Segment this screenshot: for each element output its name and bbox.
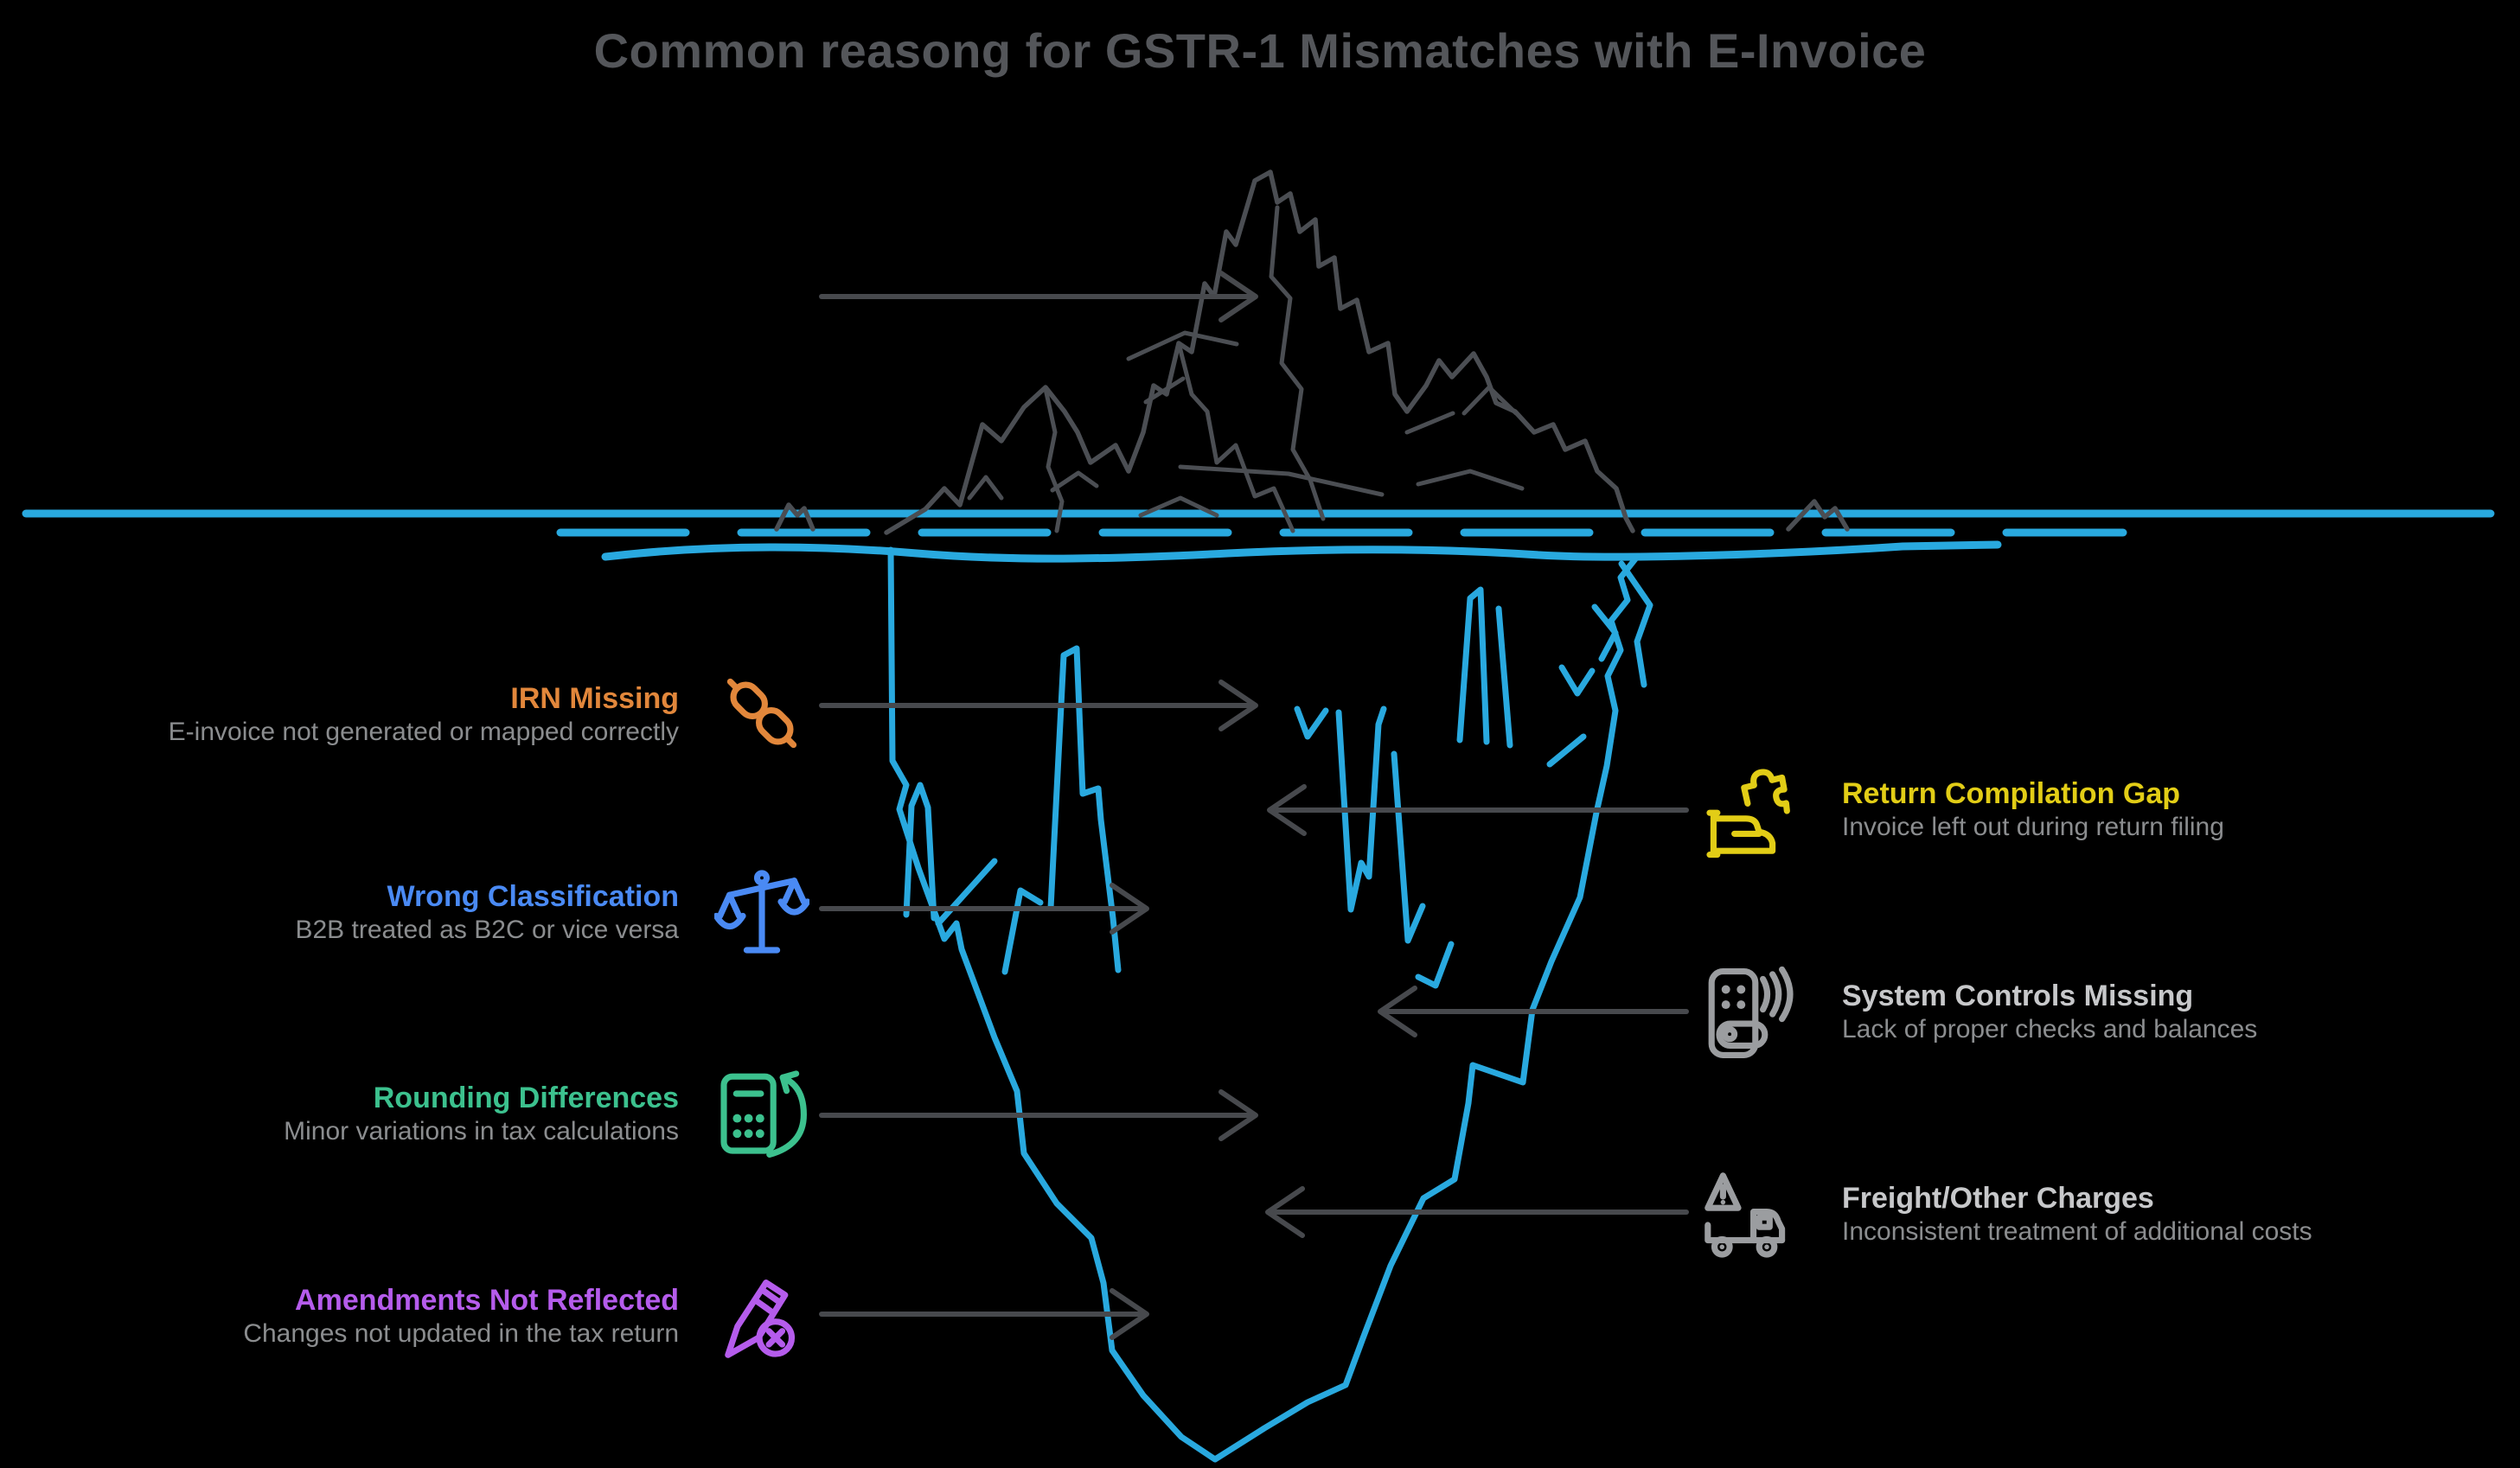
label-rounding-differences: Rounding Differences Minor variations in… [284, 1081, 679, 1148]
label-subtitle: Changes not updated in the tax return [243, 1319, 679, 1348]
label-title: Wrong Classification [387, 880, 679, 913]
small-rock-left [774, 502, 815, 532]
arrow-irn-missing [819, 680, 1258, 731]
scales-icon [714, 865, 809, 960]
arrow-freight-other-charges [1265, 1186, 1689, 1238]
label-subtitle: Minor variations in tax calculations [284, 1117, 679, 1146]
puzzle-hand-icon [1700, 763, 1795, 858]
label-subtitle: Lack of proper checks and balances [1842, 1015, 2258, 1044]
smart-lock-icon [1700, 966, 1795, 1061]
mountain-inner-ridge-2 [1269, 205, 1326, 521]
mountain-inner-ridge [1176, 341, 1295, 533]
label-subtitle: E-invoice not generated or mapped correc… [168, 718, 679, 746]
water-surface [22, 509, 2495, 563]
label-title: Amendments Not Reflected [295, 1284, 679, 1317]
calculator-refresh-icon [714, 1065, 809, 1160]
label-title: IRN Missing [510, 682, 679, 715]
label-title: Return Compilation Gap [1842, 777, 2180, 810]
label-title: Rounding Differences [373, 1082, 679, 1114]
arrow-peak [819, 271, 1258, 322]
label-title: System Controls Missing [1842, 980, 2194, 1012]
water-line-wavy [601, 540, 2002, 563]
arrow-return-compilation-gap [1267, 784, 1689, 836]
truck-warning-icon [1700, 1168, 1795, 1263]
chain-icon [714, 666, 809, 761]
arrow-amendments-not-reflected [819, 1288, 1149, 1340]
arrow-rounding-differences [819, 1089, 1258, 1141]
pencil-x-icon [711, 1267, 806, 1363]
arrow-wrong-classification [819, 883, 1149, 935]
iceberg-above-water [884, 169, 1635, 535]
label-amendments-not-reflected: Amendments Not Reflected Changes not upd… [243, 1283, 679, 1350]
iceberg-below-water [887, 546, 1653, 1463]
label-subtitle: Inconsistent treatment of additional cos… [1842, 1217, 2312, 1246]
label-return-compilation-gap: Return Compilation Gap Invoice left out … [1842, 776, 2224, 844]
arrow-system-controls-missing [1378, 986, 1689, 1037]
underwater-outline [887, 546, 1641, 1463]
small-rock-right [1786, 499, 1850, 532]
label-freight-other-charges: Freight/Other Charges Inconsistent treat… [1842, 1181, 2312, 1248]
label-irn-missing: IRN Missing E-invoice not generated or m… [169, 681, 679, 749]
label-subtitle: B2B treated as B2C or vice versa [295, 916, 679, 944]
label-wrong-classification: Wrong Classification B2B treated as B2C … [295, 879, 679, 947]
label-title: Freight/Other Charges [1842, 1182, 2154, 1215]
label-system-controls-missing: System Controls Missing Lack of proper c… [1842, 979, 2257, 1046]
label-subtitle: Invoice left out during return filing [1842, 813, 2224, 841]
underwater-crack [903, 782, 937, 922]
page-title: Common reasong for GSTR-1 Mismatches wit… [593, 23, 1927, 78]
mountain-outline [884, 169, 1635, 535]
